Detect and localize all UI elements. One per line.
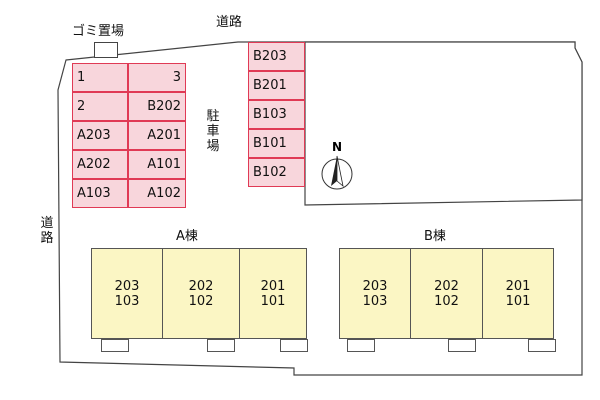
garbage-area xyxy=(94,42,118,58)
parking-space: A103 xyxy=(72,179,128,208)
road-left-label: 道路 xyxy=(40,216,54,246)
entrance-step xyxy=(448,339,476,352)
parking-label: 駐車場 xyxy=(206,109,220,154)
entrance-step xyxy=(207,339,235,352)
road-top-label: 道路 xyxy=(216,15,243,30)
neighbor-lot xyxy=(304,41,583,206)
unit-lower-number: 102 xyxy=(434,293,459,309)
unit-upper-number: 202 xyxy=(434,278,459,294)
parking-space: 3 xyxy=(128,63,186,92)
parking-space: A102 xyxy=(128,179,186,208)
building-a-label: A棟 xyxy=(176,229,198,244)
unit-upper-number: 203 xyxy=(362,278,388,294)
entrance-step xyxy=(528,339,556,352)
unit-lower-number: 102 xyxy=(188,293,214,309)
garbage-area-label: ゴミ置場 xyxy=(72,24,125,39)
parking-space: B202 xyxy=(128,92,186,121)
entrance-step xyxy=(101,339,129,352)
unit-lower-number: 103 xyxy=(362,293,388,309)
parking-space: A201 xyxy=(128,121,186,150)
entrance-step xyxy=(347,339,375,352)
compass-rose xyxy=(321,155,353,190)
road-left-text: 道路 xyxy=(40,216,54,246)
entrance-step xyxy=(280,339,308,352)
unit-upper-number: 201 xyxy=(260,278,286,294)
parking-space: A202 xyxy=(72,150,128,179)
unit-lower-number: 103 xyxy=(114,293,140,309)
building-b-label: B棟 xyxy=(424,229,446,244)
unit-lower-number: 101 xyxy=(505,293,531,309)
parking-space: B102 xyxy=(248,158,305,187)
parking-label-text: 駐車場 xyxy=(206,109,220,154)
parking-space: A203 xyxy=(72,121,128,150)
compass-north-label: N xyxy=(332,140,342,154)
unit-lower-number: 101 xyxy=(260,293,286,309)
unit-upper-number: 201 xyxy=(505,278,531,294)
parking-space: B101 xyxy=(248,129,305,158)
parking-space: 2 xyxy=(72,92,128,121)
parking-space: B103 xyxy=(248,100,305,129)
parking-space: A101 xyxy=(128,150,186,179)
parking-space: 1 xyxy=(72,63,128,92)
unit-upper-number: 203 xyxy=(114,278,140,294)
parking-space: B203 xyxy=(248,42,305,71)
unit-upper-number: 202 xyxy=(188,278,214,294)
parking-space: B201 xyxy=(248,71,305,100)
